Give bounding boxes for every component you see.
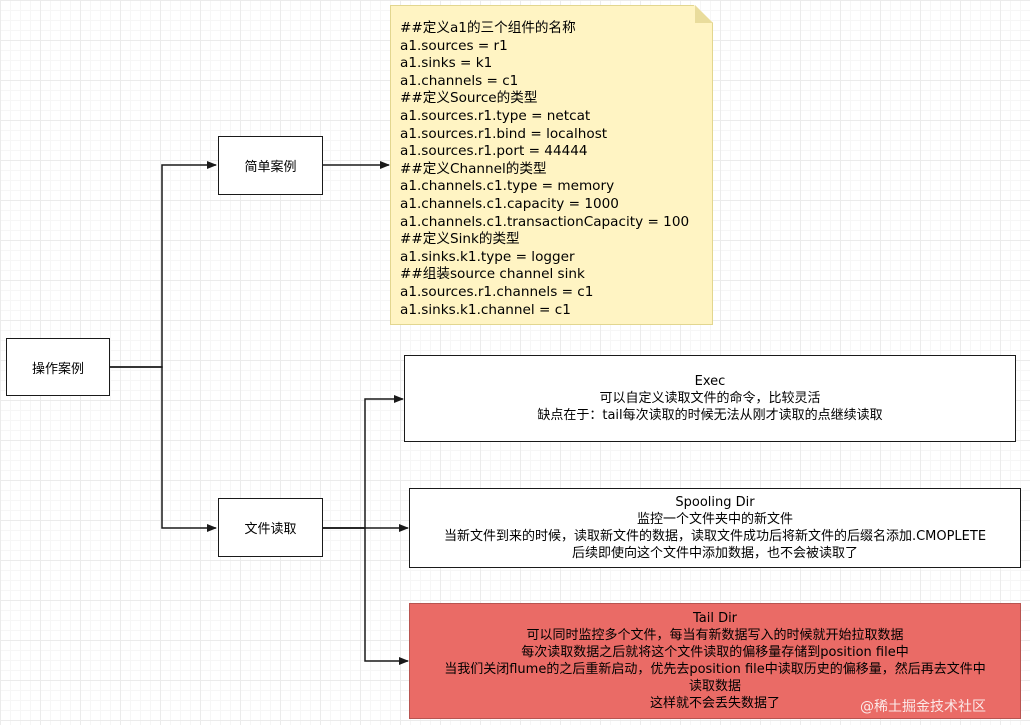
file-read-node[interactable]: 文件读取 [218, 498, 323, 557]
edge-file-exec [323, 395, 404, 529]
taildir-line: 可以同时监控多个文件，每当有新数据写入的时候就开始拉取数据 [526, 628, 904, 643]
config-note[interactable]: ##定义a1的三个组件的名称 a1.sources = r1 a1.sinks … [390, 5, 713, 325]
spooling-line: 当新文件到来的时候，读取新文件的数据，读取文件成功后将新文件的后缀名添加.CMO… [443, 529, 987, 544]
tail-dir-box[interactable]: Tail Dir 可以同时监控多个文件，每当有新数据写入的时候就开始拉取数据 每… [409, 603, 1021, 719]
edge-file-taildir [323, 527, 409, 665]
spooling-line: 后续即使向这个文件中添加数据，也不会被读取了 [571, 546, 858, 561]
spooling-line: 监控一个文件夹中的新文件 [636, 512, 793, 527]
spooling-title: Spooling Dir [675, 495, 755, 510]
spooling-dir-box[interactable]: Spooling Dir 监控一个文件夹中的新文件 当新文件到来的时候，读取新文… [409, 488, 1021, 568]
edge-root-file [110, 366, 217, 532]
note-line: a1.sources.r1.type = netcat [400, 107, 591, 124]
taildir-line: 这样就不会丢失数据了 [649, 696, 780, 711]
note-line: ##定义a1的三个组件的名称 [400, 20, 576, 36]
note-line: a1.channels.c1.transactionCapacity = 100 [400, 213, 690, 230]
simple-case-label: 简单案例 [244, 160, 297, 175]
exec-box[interactable]: Exec 可以自定义读取文件的命令，比较灵活 缺点在于：tail每次读取的时候无… [404, 355, 1016, 442]
exec-line: 缺点在于：tail每次读取的时候无法从刚才读取的点继续读取 [537, 408, 883, 423]
taildir-title: Tail Dir [692, 611, 738, 626]
edge-root-simple [110, 161, 217, 368]
watermark: @稀土掘金技术社区 [860, 699, 986, 715]
note-line: a1.sources = r1 [400, 37, 508, 54]
note-line: a1.channels.c1.capacity = 1000 [400, 195, 619, 212]
file-read-label: 文件读取 [244, 522, 297, 537]
taildir-line: 每次读取数据之后就将这个文件读取的偏移量存储到position file中 [521, 645, 909, 660]
root-node-label: 操作案例 [31, 361, 84, 377]
note-line: a1.sources.r1.channels = c1 [400, 283, 594, 300]
root-node[interactable]: 操作案例 [6, 338, 110, 396]
note-line: ##定义Source的类型 [400, 90, 538, 107]
note-line: ##定义Sink的类型 [400, 231, 520, 248]
note-line: ##定义Channel的类型 [400, 160, 547, 177]
note-line: a1.sources.r1.bind = localhost [400, 125, 608, 142]
note-line: a1.sinks.k1.channel = c1 [400, 301, 571, 318]
note-line: a1.sources.r1.port = 44444 [400, 143, 588, 160]
note-line: a1.sinks.k1.type = logger [400, 248, 575, 265]
note-line: a1.sinks = k1 [400, 55, 493, 72]
exec-title: Exec [694, 374, 726, 389]
note-line: a1.channels = c1 [400, 72, 519, 89]
note-line: ##组装source channel sink [400, 266, 585, 283]
simple-case-node[interactable]: 简单案例 [218, 136, 323, 195]
note-line: a1.channels.c1.type = memory [400, 178, 615, 195]
taildir-line: 读取数据 [688, 679, 741, 694]
taildir-line: 当我们关闭flume的之后重新启动，优先去position file中读取历史的… [444, 662, 986, 677]
exec-line: 可以自定义读取文件的命令，比较灵活 [599, 391, 821, 406]
